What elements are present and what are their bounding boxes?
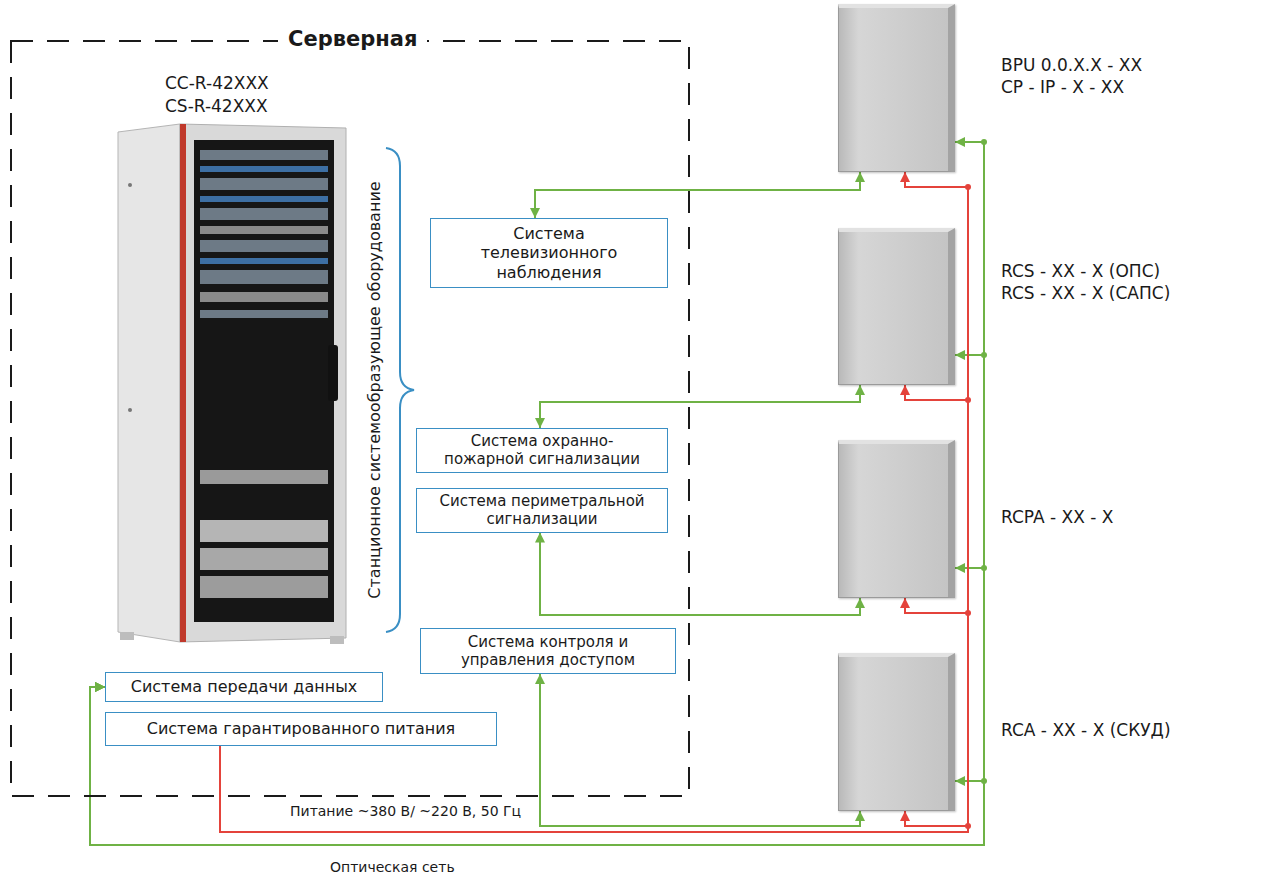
system-box: Система передачи данных — [105, 672, 383, 702]
box-text: Система периметральной сигнализации — [431, 492, 653, 529]
signal-line — [540, 674, 860, 826]
model-code: RCA - XX - X (СКУД) — [1001, 719, 1171, 741]
signal-line — [90, 568, 984, 845]
equipment-cabinet: RCS - XX - X (ОПС)RCS - XX - X (САПС) — [838, 228, 955, 385]
box-text: Система гарантированного питания — [147, 719, 455, 739]
model-code: RCS - XX - X (САПС) — [1001, 282, 1170, 304]
brace — [386, 148, 414, 632]
system-box: Система телевизионного наблюдения — [430, 218, 668, 288]
equipment-cabinet: BPU 0.0.X.X - XXCP - IP - X - XX — [838, 4, 955, 172]
model-code: RCPA - XX - X — [1001, 506, 1113, 528]
box-text: Система охранно-пожарной сигнализации — [431, 432, 653, 469]
system-box: Система контроля и управления доступом — [420, 628, 676, 674]
signal-line — [90, 142, 984, 845]
model-code: RCS - XX - X (ОПС) — [1001, 260, 1170, 282]
cabinet-heading: RCPA - XX - X — [1001, 506, 1113, 528]
room-region: СервернаяСистема телевизионного наблюден… — [10, 40, 690, 797]
signal-line — [535, 172, 860, 218]
equipment-cabinet: RCA - XX - X (СКУД) — [838, 653, 955, 811]
system-box: Система гарантированного питания — [105, 712, 497, 746]
label: Оптическая сеть — [330, 857, 455, 877]
vertical-caption: Станционное системообразующее оборудован… — [365, 181, 385, 598]
label: Питание ~380 В/ ~220 В, 50 Гц — [290, 801, 521, 821]
cabinet-heading: RCS - XX - X (ОПС)RCS - XX - X (САПС) — [1001, 260, 1170, 304]
model-code: BPU 0.0.X.X - XX — [1001, 54, 1142, 76]
system-box: Система периметральной сигнализации — [416, 488, 668, 533]
box-text: Система контроля и управления доступом — [445, 633, 651, 670]
label: CC-R-42XXX — [165, 73, 269, 93]
model-code: CP - IP - X - XX — [1001, 76, 1142, 98]
box-text: Система передачи данных — [131, 677, 358, 697]
signal-line — [540, 385, 860, 428]
region-title: Серверная — [278, 26, 427, 52]
cabinet-heading: RCA - XX - X (СКУД) — [1001, 719, 1171, 741]
system-box: Система охранно-пожарной сигнализации — [416, 428, 668, 473]
box-text: Система телевизионного наблюдения — [451, 224, 647, 283]
dashed-border — [11, 41, 689, 796]
label: CS-R-42XXX — [165, 96, 268, 116]
server-rack — [118, 124, 346, 644]
signal-line — [90, 355, 984, 845]
cabinet-heading: BPU 0.0.X.X - XXCP - IP - X - XX — [1001, 54, 1142, 98]
power-line — [220, 385, 968, 832]
signal-line — [540, 533, 860, 615]
equipment-cabinet: RCPA - XX - X — [838, 440, 955, 598]
